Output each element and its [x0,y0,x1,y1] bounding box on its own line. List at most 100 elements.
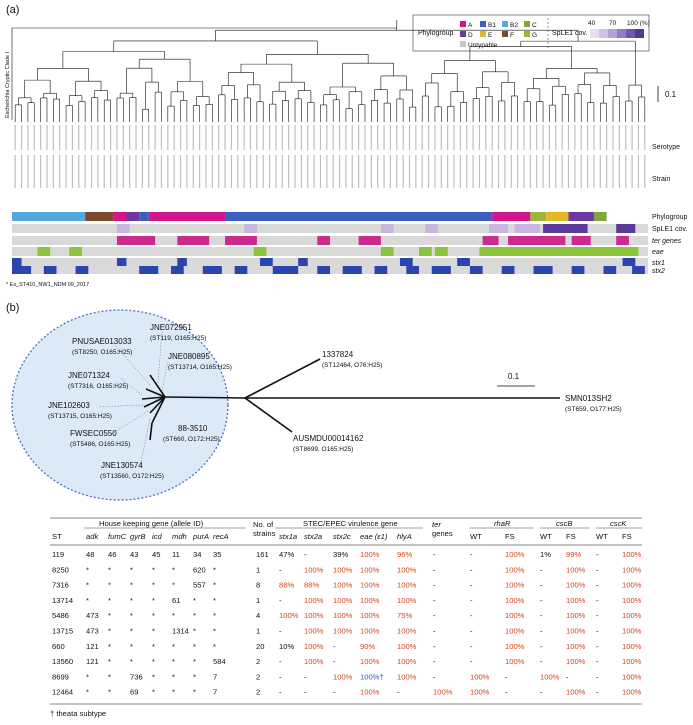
col-header: purA [192,532,209,541]
svg-text:(ST8699, O165:H25): (ST8699, O165:H25) [293,446,353,453]
panel-a-footnote: * Es_ST410_NW1_NDM 09_2017 [6,282,89,288]
stx1-cell [457,258,470,266]
eae-cell [69,247,82,256]
table-cell: - [596,550,599,559]
table-cell: - [470,611,473,620]
table-cell: 61 [172,596,180,605]
row-label-serotype: Serotype [652,144,680,151]
table-cell: 96% [397,550,412,559]
panel-b-label: (b) [6,302,19,314]
table-cell: * [108,627,111,636]
table-cell: * [130,565,133,574]
hdr-cscK: cscK [610,519,627,528]
table-cell: 88% [279,581,294,590]
table-cell: * [108,611,111,620]
col-header: adk [86,532,99,541]
table-cell: 90% [360,642,375,651]
eae-cell [37,247,51,256]
col-header: hlyA [397,532,412,541]
table-cell: * [86,672,89,681]
col-header: icd [152,532,162,541]
table-cell: 100% [304,627,324,636]
table-cell: 2 [256,657,260,666]
phylogroup-segment [113,212,127,221]
table-cell: * [130,611,133,620]
table-row: 13714****61**1-100%100%100%100%--100%-10… [52,596,642,605]
table-cell: - [279,565,282,574]
table-cell: 1% [540,550,551,559]
table-cell: * [152,688,155,697]
table-cell: 100% [279,611,299,620]
table-cell: 473 [86,627,99,636]
phylogroup-segment [139,212,149,221]
cov-tick-100: 100 (%) [627,20,650,27]
table-cell: * [213,627,216,636]
table-cell: - [433,611,436,620]
table-cell: * [213,642,216,651]
table-cell: - [470,565,473,574]
ter-cell [571,236,591,245]
table-cell: 100% [333,627,353,636]
table-cell: * [86,596,89,605]
legend-label-b1: B1 [488,22,496,29]
table-cell: 660 [52,642,65,651]
table-cell: - [433,657,436,666]
node-JNE071324: JNE071324 [68,371,110,380]
table-cell: * [172,688,175,697]
table-cell: - [596,596,599,605]
panel-b-figure: (b) [6,302,642,718]
table-cell: - [596,672,599,681]
table-cell: * [213,611,216,620]
table-cell: 100% [622,596,642,605]
col-header: recA [213,532,229,541]
node-SMN013SH2: SMN013SH2 [565,394,612,403]
table-cell: 5486 [52,611,69,620]
table-cell: - [279,627,282,636]
table-row: 8250*****620*1-100%100%100%100%--100%-10… [52,565,642,574]
table-cell: 100% [397,672,417,681]
col-header: stx2c [333,532,351,541]
scale-bar-b: 0.1 [497,372,535,387]
table-cell: 1 [256,627,260,636]
table-cell: 100% [360,596,380,605]
table-cell: 100% [470,672,490,681]
table-cell: * [152,657,155,666]
phylogroup-segment [12,212,86,221]
sple1-cov-cell [568,224,588,233]
eae-cell [380,247,394,256]
cov-tick-40: 40 [588,20,596,27]
node-FWSEC0550: FWSEC0550 [70,429,117,438]
legend-swatch-c [524,21,530,27]
stx2-cell [406,266,420,274]
table-cell: * [108,657,111,666]
scale-bar-a: 0.1 [657,86,677,102]
stx2-cell [202,266,222,274]
unrooted-tree [141,358,560,441]
table-cell: * [108,581,111,590]
ter-cell [508,236,566,245]
col-header: ST [52,532,62,541]
annotation-tracks [12,212,648,274]
table-cell: 100% [304,611,324,620]
col-header: FS [505,532,515,541]
stx1-cell [622,258,636,266]
sple1-cov-cell [616,224,636,233]
legend-label-d: D [468,32,473,39]
table-cell: 100% [304,565,324,574]
stx1-cell [116,258,127,266]
stx2-cell [43,266,57,274]
table-cell: * [152,581,155,590]
table-cell: * [86,581,89,590]
table-cell: - [433,642,436,651]
table-cell: * [152,627,155,636]
legend-swatch-untypable [460,41,466,47]
sple1-cov-cell [244,224,257,233]
table-cell: 2 [256,672,260,681]
phylogroup-segment [225,212,493,221]
node-PNUSAE013033: PNUSAE013033 [72,337,132,346]
table-cell: * [108,596,111,605]
panel-b: (b) [0,295,693,725]
